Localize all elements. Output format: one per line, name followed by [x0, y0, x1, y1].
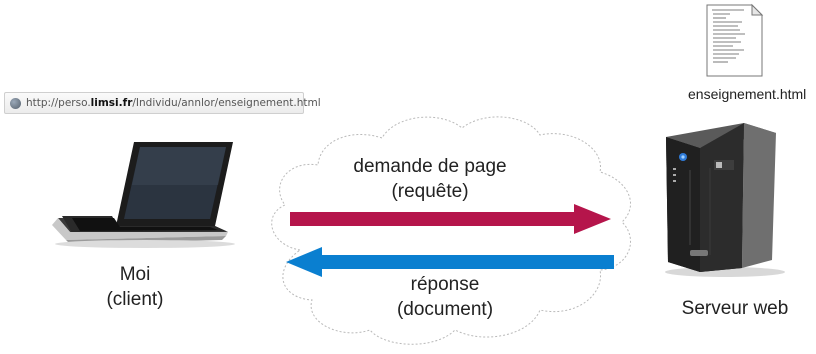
- globe-icon: [10, 97, 21, 109]
- laptop-icon: [52, 142, 235, 248]
- url-prefix: http://perso.: [26, 97, 91, 109]
- response-label-line2: (document): [396, 299, 494, 320]
- client-label-line2: (client): [106, 289, 164, 310]
- client-label: Moi (client): [80, 262, 190, 312]
- client-label-line1: Moi: [119, 264, 151, 285]
- network-cloud: [271, 116, 631, 345]
- url-path: /Individu/annlor/enseignement.html: [132, 97, 321, 109]
- url-domain: limsi.fr: [90, 97, 133, 109]
- request-label-line1: demande de page: [353, 156, 507, 177]
- response-label-line1: réponse: [410, 274, 480, 295]
- request-label-line2: (requête): [391, 181, 469, 202]
- response-label: réponse (document): [360, 272, 530, 322]
- server-icon: [665, 123, 785, 277]
- file-name-label: enseignement.html: [688, 86, 807, 102]
- request-arrow: [290, 204, 611, 234]
- server-label: Serveur web: [681, 298, 789, 319]
- html-file-icon: [706, 3, 764, 77]
- browser-address-bar[interactable]: http://perso.limsi.fr/Individu/annlor/en…: [4, 92, 321, 114]
- request-label: demande de page (requête): [325, 154, 535, 204]
- response-arrow: [286, 247, 614, 277]
